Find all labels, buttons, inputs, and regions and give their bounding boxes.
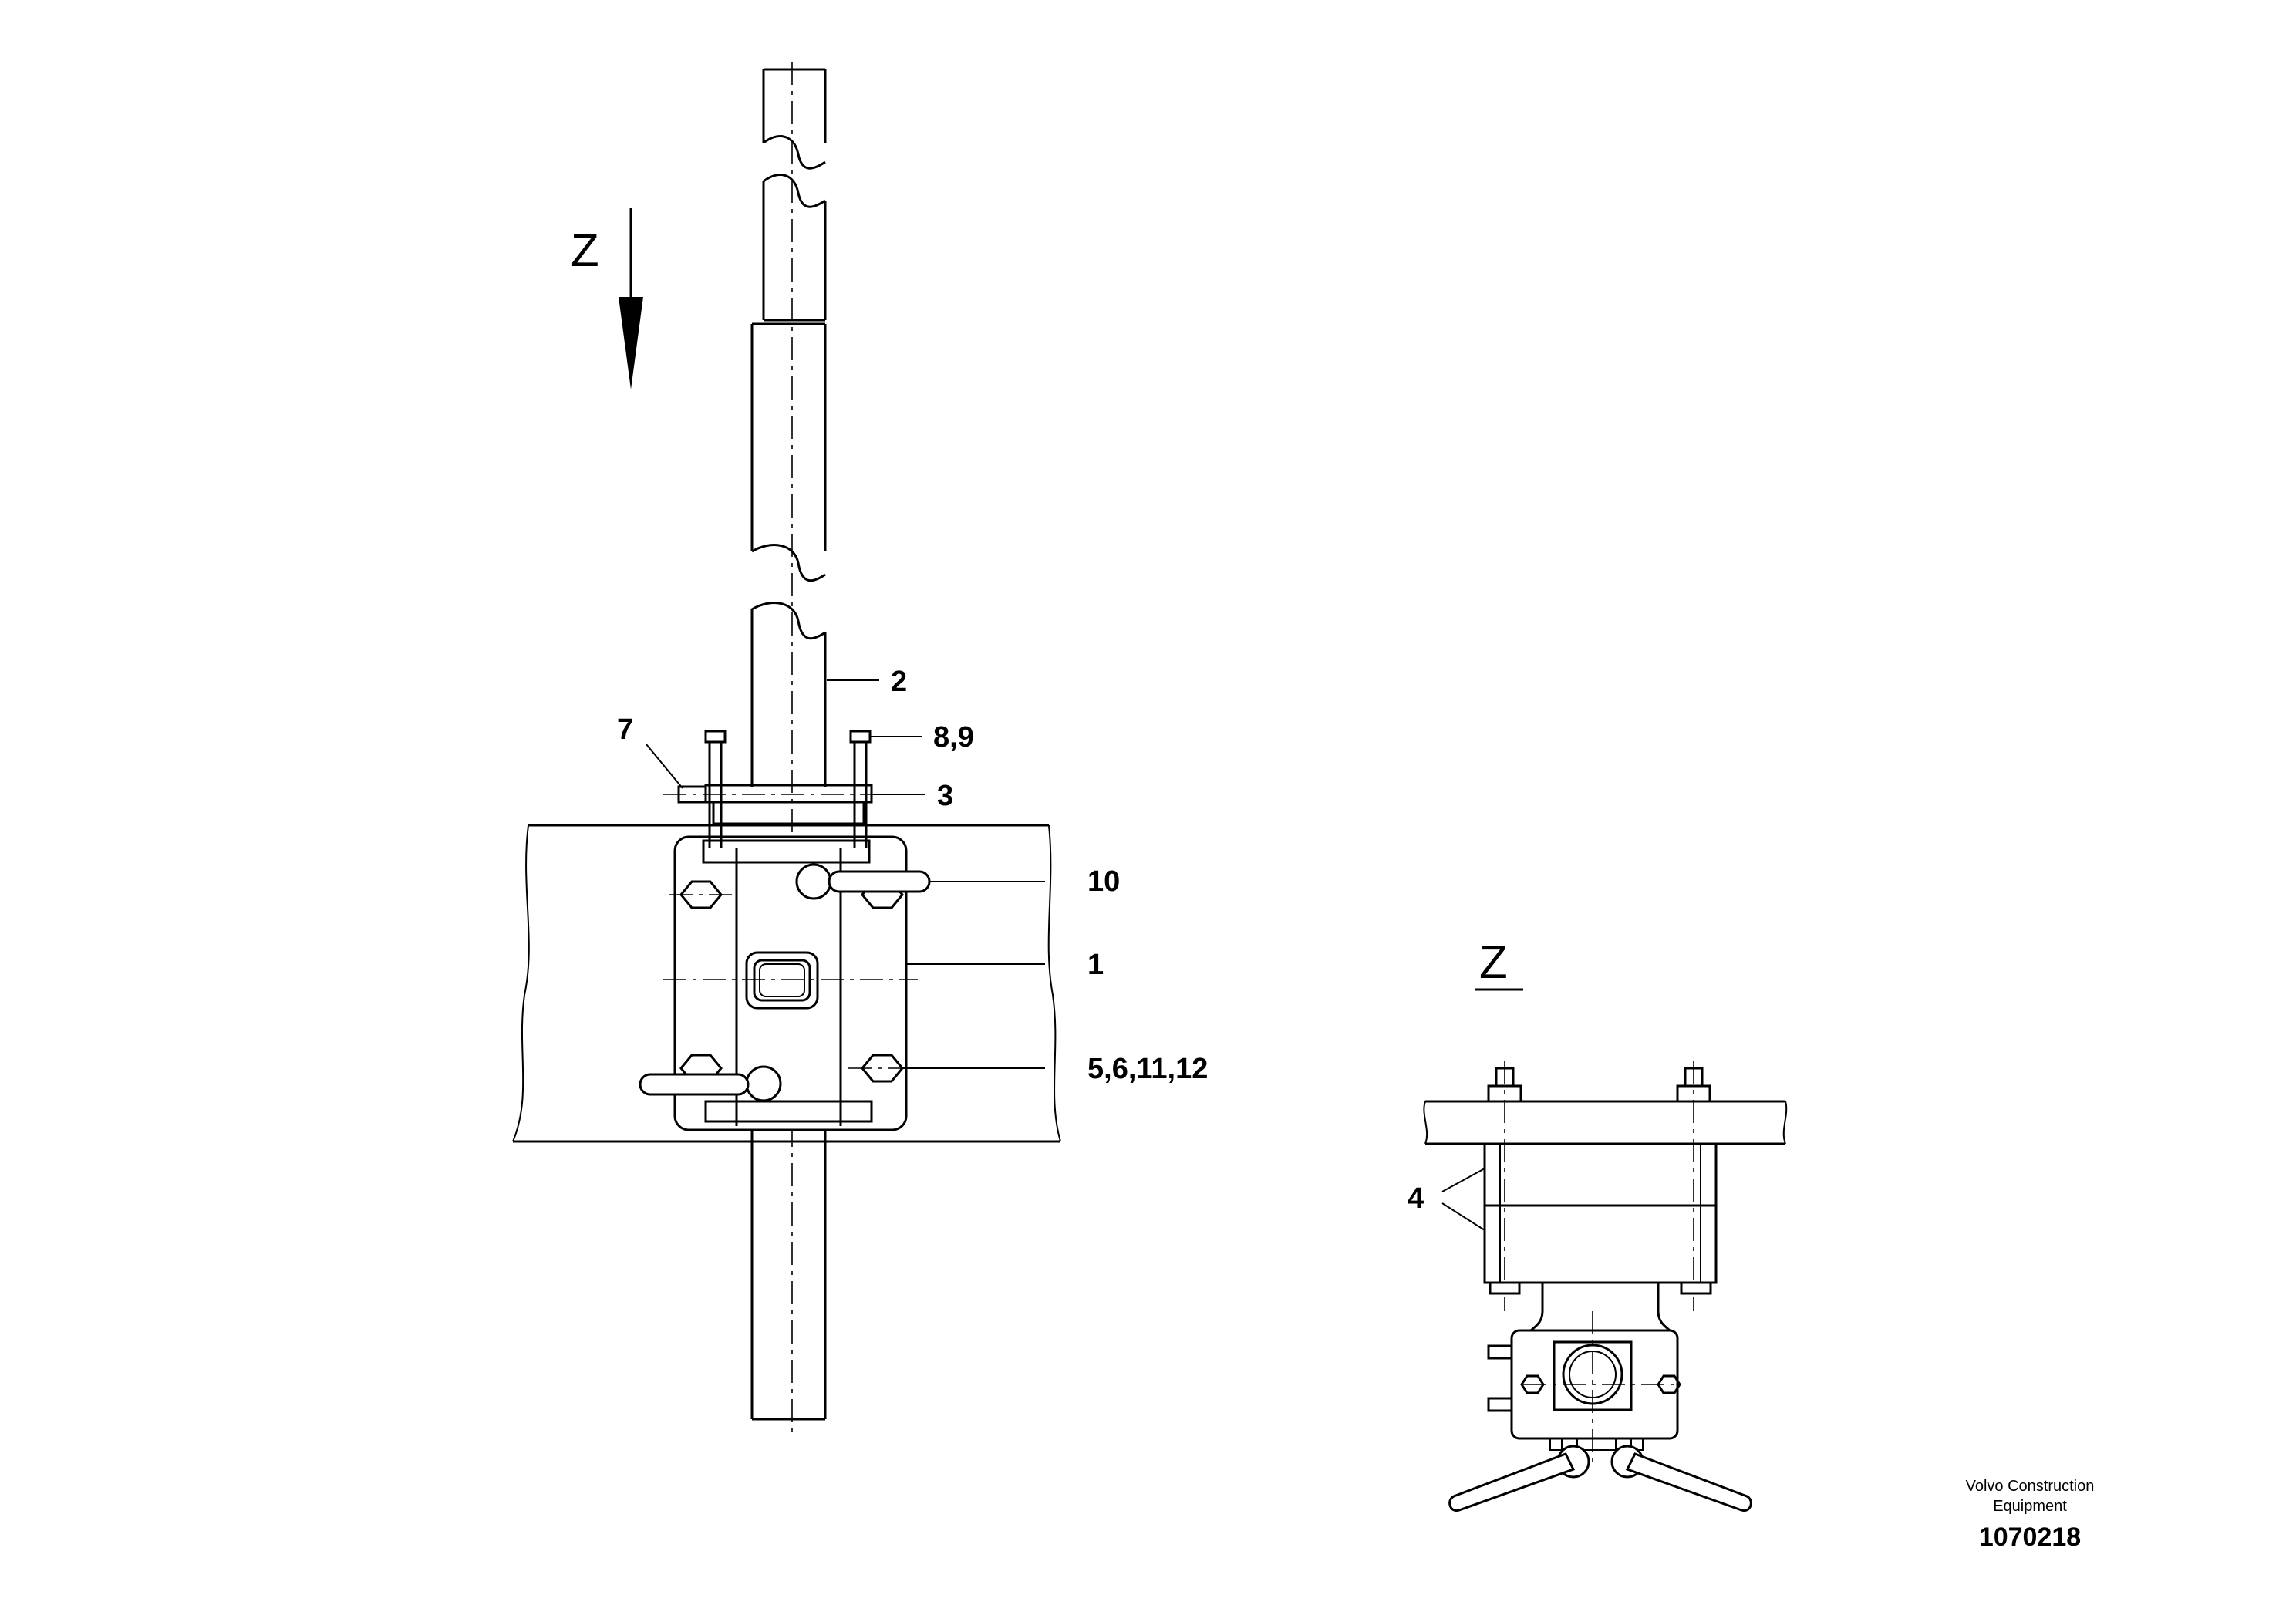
callout-2: 2 [891, 666, 907, 698]
callout-10: 10 [1087, 865, 1120, 898]
callout-1: 1 [1087, 949, 1104, 981]
z-neck [1529, 1283, 1671, 1332]
footer-block: Volvo Construction Equipment 1070218 [1966, 1478, 2095, 1552]
z-top-bolts [1487, 1061, 1711, 1311]
section-view-title: Z [1479, 936, 1508, 988]
view-direction-arrow [619, 208, 643, 389]
callout-4: 4 [1408, 1182, 1424, 1215]
callout-3: 3 [937, 780, 953, 812]
main-view: Z 2 8,9 7 3 10 1 5,6,11,12 [512, 62, 1208, 1435]
center-nut [745, 951, 819, 1010]
bottom-clamp [704, 1100, 873, 1123]
hex-nuts [669, 880, 914, 1083]
main-pipe [750, 322, 827, 1421]
document-number: 1070218 [1979, 1523, 2081, 1552]
bracket-plate [663, 835, 918, 1131]
callout-8-9: 8,9 [933, 721, 974, 754]
beam [512, 824, 1061, 1143]
z-clamp-body [1487, 1311, 1681, 1465]
z-leader-lines [1441, 1168, 1485, 1231]
callout-7: 7 [617, 713, 633, 746]
upper-tube [762, 68, 827, 322]
z-wing-handles [1448, 1445, 1752, 1512]
brand-line-1: Volvo Construction [1966, 1478, 2095, 1495]
callout-5-6-11-12: 5,6,11,12 [1087, 1053, 1208, 1085]
brand-line-2: Equipment [1993, 1498, 2067, 1515]
clamp-levers [639, 863, 931, 1102]
section-view-z: Z [1408, 936, 1788, 1512]
leader-lines [646, 679, 1045, 1069]
z-beam [1423, 1100, 1788, 1145]
view-marker-label: Z [571, 224, 599, 276]
z-body-blocks [1483, 1142, 1718, 1295]
